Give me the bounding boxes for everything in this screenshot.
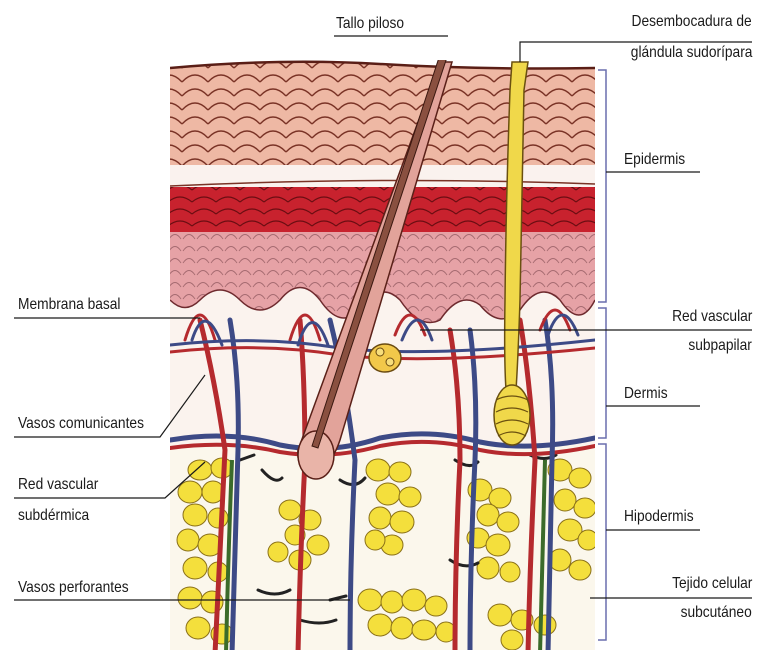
- label-vasos-comunicantes: Vasos comunicantes: [18, 414, 144, 433]
- stratum-corneum: [170, 62, 595, 165]
- label-epidermis: Epidermis: [624, 150, 685, 169]
- layer-brackets: [598, 70, 606, 640]
- label-red-vascular-subdermica-2: subdérmica: [18, 506, 89, 525]
- label-red-vascular-subpapilar-2: subpapilar: [689, 336, 752, 355]
- label-desembocadura-1: Desembocadura de: [632, 12, 752, 31]
- label-red-vascular-subdermica-1: Red vascular: [18, 475, 98, 494]
- label-hipodermis: Hipodermis: [624, 507, 694, 526]
- label-vasos-perforantes: Vasos perforantes: [18, 578, 129, 597]
- label-dermis: Dermis: [624, 384, 668, 403]
- label-red-vascular-subpapilar-1: Red vascular: [672, 307, 752, 326]
- label-tejido-celular-1: Tejido celular: [672, 574, 752, 593]
- sebaceous-gland: [369, 344, 401, 372]
- label-tallo-piloso: Tallo piloso: [336, 14, 404, 33]
- label-membrana-basal: Membrana basal: [18, 295, 120, 314]
- label-tejido-celular-2: subcutáneo: [681, 603, 752, 622]
- label-desembocadura-2: glándula sudorípara: [630, 43, 752, 62]
